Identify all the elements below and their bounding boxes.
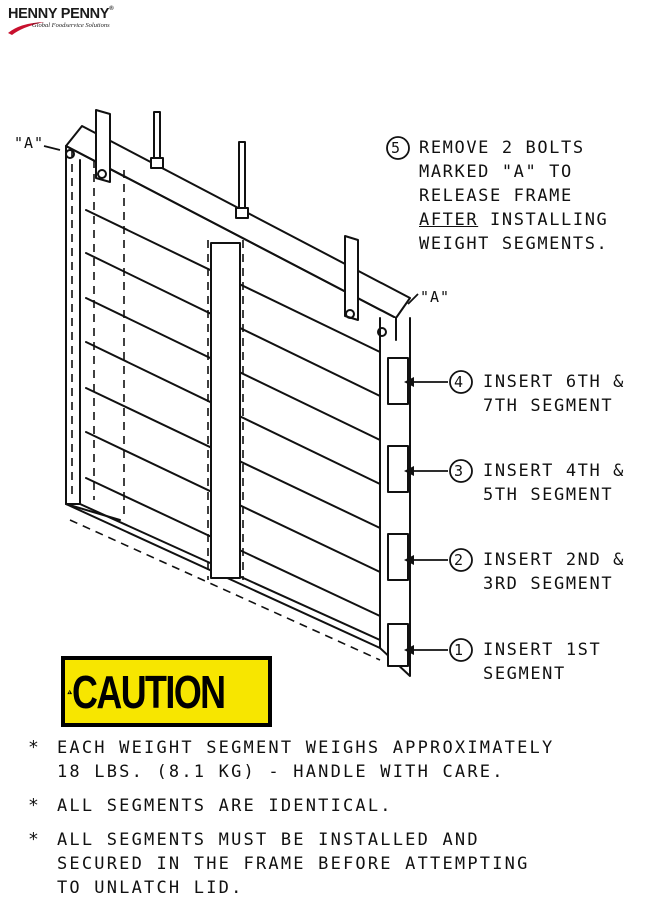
- step-5-line-5: WEIGHT SEGMENTS.: [419, 234, 609, 254]
- step-3-line-2: 5TH SEGMENT: [483, 485, 614, 505]
- step-3-line-1: INSERT 4TH &: [483, 461, 626, 481]
- asterisk-bullet-icon: *: [28, 737, 42, 758]
- note-text: ALL SEGMENTS ARE IDENTICAL.: [57, 796, 393, 816]
- caution-label: CAUTION: [61, 656, 272, 727]
- step-4-number: 4: [454, 373, 465, 391]
- logo-tagline: Global Foodservice Solutions: [32, 22, 110, 29]
- note-item: * ALL SEGMENTS ARE IDENTICAL.: [28, 794, 668, 818]
- step-5-line-1: REMOVE 2 BOLTS: [419, 138, 585, 158]
- note-text: EACH WEIGHT SEGMENT WEIGHS APPROXIMATELY…: [57, 738, 555, 782]
- marker-a-left: "A": [14, 134, 45, 152]
- asterisk-bullet-icon: *: [28, 795, 42, 816]
- step-3-number: 3: [454, 462, 465, 480]
- logo-swoosh-icon: [8, 22, 44, 35]
- warning-triangle-icon: [67, 689, 73, 694]
- note-item: * ALL SEGMENTS MUST BE INSTALLED AND SEC…: [28, 828, 668, 900]
- step-5-line-2: MARKED "A" TO: [419, 162, 573, 182]
- step-1-number: 1: [454, 641, 465, 659]
- caution-panel: CAUTION: [65, 660, 268, 723]
- step-5-emphasis: AFTER: [419, 210, 479, 230]
- step-1-line-1: INSERT 1ST: [483, 640, 602, 660]
- step-5-line-4: AFTER INSTALLING: [419, 210, 609, 230]
- step-2-line-2: 3RD SEGMENT: [483, 574, 614, 594]
- step-4-line-2: 7TH SEGMENT: [483, 396, 614, 416]
- notes-list: * EACH WEIGHT SEGMENT WEIGHS APPROXIMATE…: [28, 736, 668, 910]
- asterisk-bullet-icon: *: [28, 829, 42, 850]
- henny-penny-logo: HENNY PENNY® Global Foodservice Solution…: [6, 6, 156, 36]
- marker-a-right: "A": [420, 288, 451, 306]
- logo-title: HENNY PENNY®: [8, 6, 114, 22]
- step-1-line-2: SEGMENT: [483, 664, 566, 684]
- note-item: * EACH WEIGHT SEGMENT WEIGHS APPROXIMATE…: [28, 736, 668, 784]
- caution-text: CAUTION: [72, 665, 226, 718]
- step-5-line-3: RELEASE FRAME: [419, 186, 573, 206]
- step-2-number: 2: [454, 551, 465, 569]
- step-4-line-1: INSERT 6TH &: [483, 372, 626, 392]
- step-2-line-1: INSERT 2ND &: [483, 550, 626, 570]
- step-5-number: 5: [391, 139, 402, 157]
- note-text: ALL SEGMENTS MUST BE INSTALLED AND SECUR…: [57, 830, 530, 898]
